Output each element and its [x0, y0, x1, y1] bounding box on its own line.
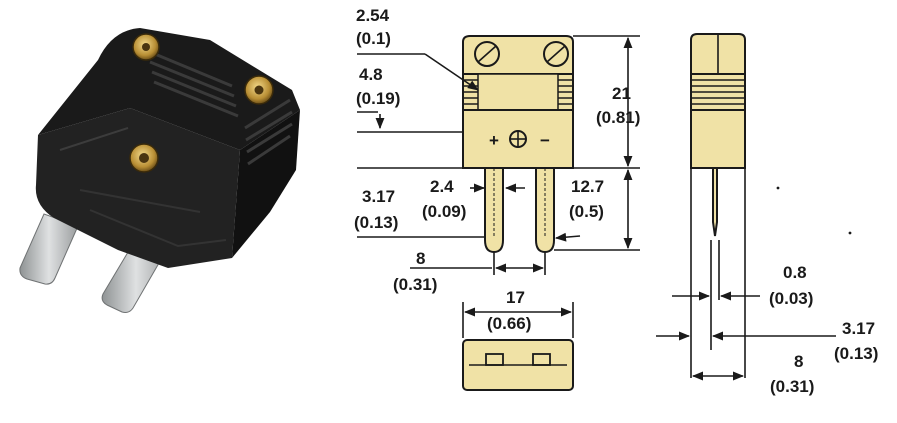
dim-3-17-right-mm: 3.17: [842, 319, 875, 338]
dim-8-right-in: (0.31): [770, 377, 814, 396]
dim-2-54-in: (0.1): [356, 29, 391, 48]
connector-photo-icon: [19, 28, 300, 313]
side-body: [690, 109, 746, 169]
side-view: [690, 33, 746, 237]
dim-3-17-left-in: (0.13): [354, 213, 398, 232]
dim-3-17-right-in: (0.13): [834, 344, 878, 363]
dim-4-8-in: (0.19): [356, 89, 400, 108]
pin-left: [19, 213, 79, 285]
dim-2-4-in: (0.09): [422, 202, 466, 221]
dim-17-mm: 17: [506, 288, 525, 307]
dimension-lines: [357, 35, 852, 381]
dim-0-8-in: (0.03): [769, 289, 813, 308]
dim-12-7-mm: 12.7: [571, 177, 604, 196]
dim-4-8-mm: 4.8: [359, 65, 383, 84]
grip-ribs: [149, 50, 293, 166]
dim-2-54-mm: 2.54: [356, 6, 390, 25]
dimension-labels: 2.54 (0.1) 4.8 (0.19) 21 (0.81) 3.17 (0.…: [354, 6, 878, 396]
plus-symbol: +: [489, 131, 499, 150]
dim-8-left-in: (0.31): [393, 275, 437, 294]
dim-8-right-mm: 8: [794, 352, 803, 371]
dim-0-8-mm: 0.8: [783, 263, 807, 282]
side-pin: [712, 167, 718, 237]
connector-front-face: [35, 108, 241, 268]
dim-12-7-in: (0.5): [569, 202, 604, 221]
connector-side-face: [232, 110, 300, 258]
dim-21-mm: 21: [612, 84, 631, 103]
dim-3-17-left-mm: 3.17: [362, 187, 395, 206]
minus-symbol: −: [540, 131, 550, 150]
dim-8-left-mm: 8: [416, 249, 425, 268]
dim-17-in: (0.66): [487, 314, 531, 333]
front-view: + −: [462, 35, 574, 391]
dim-2-4-mm: 2.4: [430, 177, 454, 196]
dim-21-in: (0.81): [596, 108, 640, 127]
